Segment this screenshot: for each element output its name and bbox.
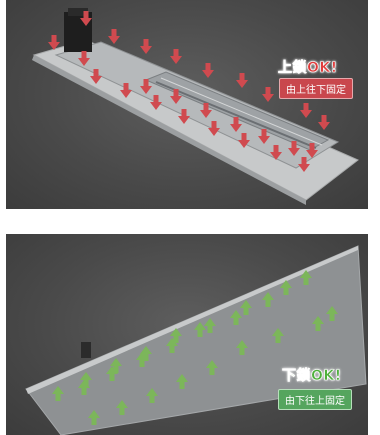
up-arrow-icon xyxy=(300,270,312,285)
down-arrow-icon xyxy=(140,39,152,54)
down-arrow-icon xyxy=(178,109,190,124)
down-arrow-icon xyxy=(150,95,162,110)
bottom-panel: 下鎖OK! 由下往上固定 xyxy=(6,234,368,435)
up-arrow-icon xyxy=(262,292,274,307)
down-arrow-icon xyxy=(140,79,152,94)
down-arrow-icon xyxy=(318,115,330,130)
down-arrow-icon xyxy=(300,103,312,118)
top-panel: 上鎖OK! 由上往下固定 xyxy=(6,0,368,209)
up-arrow-icon xyxy=(110,358,122,373)
up-arrow-icon xyxy=(204,318,216,333)
down-arrow-icon xyxy=(208,121,220,136)
down-arrow-icon xyxy=(258,129,270,144)
up-arrow-icon xyxy=(206,360,218,375)
down-arrow-icon xyxy=(262,87,274,102)
down-arrow-icon xyxy=(48,35,60,50)
bottom-illustration xyxy=(25,245,367,435)
down-arrow-icon xyxy=(108,29,120,44)
up-arrow-icon xyxy=(146,388,158,403)
down-arrow-icon xyxy=(90,69,102,84)
up-arrow-icon xyxy=(326,306,338,321)
up-arrow-icon xyxy=(106,366,118,381)
up-arrow-icon xyxy=(140,346,152,361)
up-arrow-icon xyxy=(136,352,148,367)
down-arrow-icon xyxy=(170,89,182,104)
bottom-arrows xyxy=(52,270,338,425)
top-instruction-badge: 由上往下固定 xyxy=(279,78,353,99)
up-arrow-icon xyxy=(166,338,178,353)
up-arrow-icon xyxy=(80,372,92,387)
top-illustration xyxy=(32,8,359,205)
bottom-instruction-badge: 由下往上固定 xyxy=(278,389,352,410)
down-arrow-icon xyxy=(270,145,282,160)
up-arrow-icon xyxy=(88,410,100,425)
up-arrow-icon xyxy=(240,300,252,315)
up-arrow-icon xyxy=(52,386,64,401)
down-arrow-icon xyxy=(230,117,242,132)
down-arrow-icon xyxy=(78,51,90,66)
down-arrow-icon xyxy=(238,133,250,148)
up-arrow-icon xyxy=(78,380,90,395)
up-arrow-icon xyxy=(312,316,324,331)
up-arrow-icon xyxy=(230,310,242,325)
rail-slot xyxy=(144,71,330,151)
down-arrow-icon xyxy=(200,103,212,118)
up-arrow-icon xyxy=(280,280,292,295)
down-arrow-icon xyxy=(202,63,214,78)
top-status-title: 上鎖OK! xyxy=(278,60,338,77)
top-arrows xyxy=(48,11,330,172)
up-arrow-icon xyxy=(236,340,248,355)
down-arrow-icon xyxy=(288,141,300,156)
down-arrow-icon xyxy=(80,11,92,26)
up-arrow-icon xyxy=(176,374,188,389)
down-arrow-icon xyxy=(120,83,132,98)
down-arrow-icon xyxy=(170,49,182,64)
tilted-base-plate xyxy=(25,245,367,435)
up-arrow-icon xyxy=(194,322,206,337)
down-arrow-icon xyxy=(306,143,318,158)
edge-block xyxy=(81,342,91,358)
down-arrow-icon xyxy=(236,73,248,88)
up-arrow-icon xyxy=(272,328,284,343)
bottom-status-title: 下鎖OK! xyxy=(282,368,342,385)
up-arrow-icon xyxy=(170,328,182,343)
up-arrow-icon xyxy=(116,400,128,415)
down-arrow-icon xyxy=(298,157,310,172)
